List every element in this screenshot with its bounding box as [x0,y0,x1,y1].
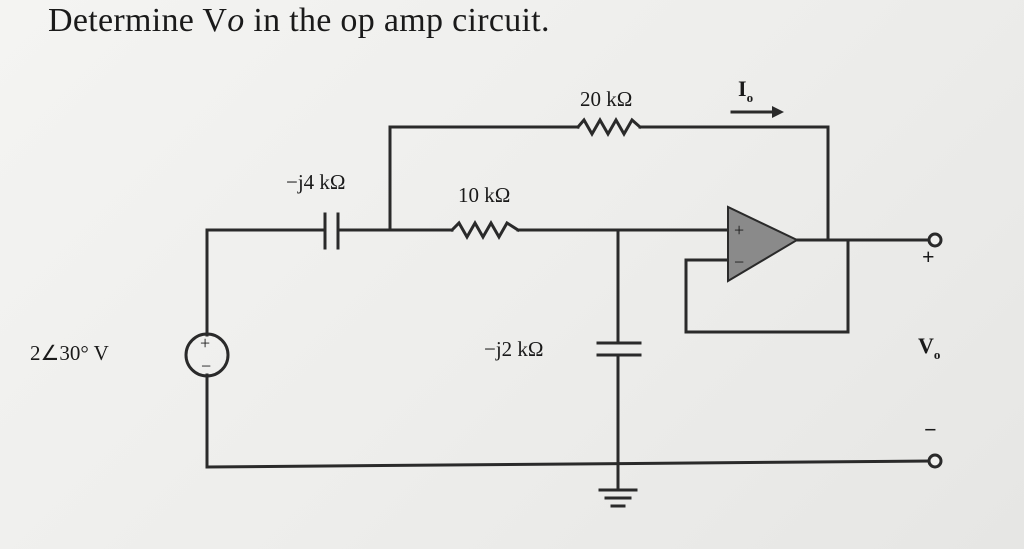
label-20k: 20 kΩ [580,87,632,111]
resistor-20k [575,116,643,138]
capacitor-shunt [596,341,642,357]
current-arrow-icon [730,106,784,118]
label-c-shunt: −j2 kΩ [484,337,544,361]
resistor-10k [449,219,521,241]
capacitor-series [323,212,340,250]
wires [205,125,932,492]
question-prefix: Determine V [48,2,228,39]
output-terminal-plus [927,232,943,248]
voltage-source-icon: + − [184,332,230,378]
label-c-series: −j4 kΩ [286,170,346,194]
label-vout: Vo [918,333,940,362]
svg-text:−: − [201,356,211,376]
question-suffix: in the op amp circuit. [244,2,550,39]
opamp-minus-label: − [734,252,744,272]
opamp-icon: + − [727,205,800,283]
question-var-sub: o [227,2,245,39]
label-vout-plus: + [922,244,935,269]
output-terminal-minus [927,453,943,469]
ground-icon [598,488,638,508]
label-current: Io [738,76,753,105]
label-vout-minus: − [924,417,937,442]
label-10k: 10 kΩ [458,183,510,207]
opamp-plus-label: + [734,220,744,240]
question-text: Determine Vo in the op amp circuit. [48,2,550,40]
svg-text:+: + [200,333,210,353]
label-source: 2∠30° V [30,341,109,365]
